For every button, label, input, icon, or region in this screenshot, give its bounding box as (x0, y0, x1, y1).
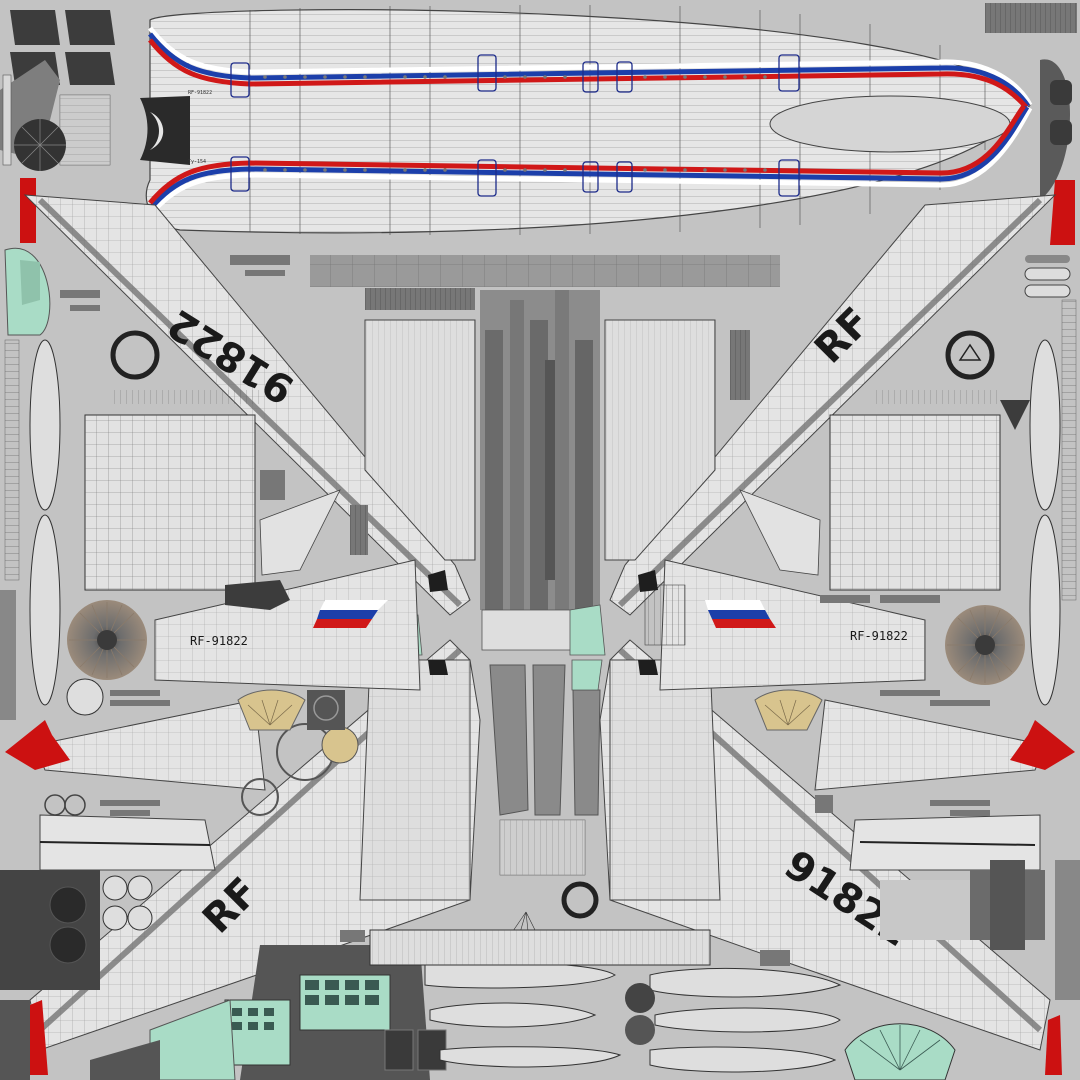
fuselage-section: RF-91822 Ту-154 (140, 5, 1033, 235)
top-right-parts (985, 3, 1077, 245)
center-wing-box (310, 255, 780, 651)
stabilizer-tip-red-right (1010, 720, 1075, 770)
top-left-parts (0, 10, 115, 243)
left-stabilizer-panel (84, 330, 260, 591)
teal-parts-center (394, 604, 606, 691)
right-engine-fan (945, 605, 1025, 685)
small-detail-clusters (60, 255, 990, 966)
window-row-top (263, 75, 767, 79)
stabilizer-tip-red-left (5, 720, 70, 770)
right-tail-fin: RF-91822 (644, 489, 926, 691)
window-row-bottom (263, 168, 767, 172)
cockpit-panels (90, 945, 447, 1080)
cream-vents-right (754, 689, 823, 731)
center-dark-bits (428, 570, 658, 675)
cream-vents-left (237, 689, 359, 764)
left-edge-strip (0, 247, 61, 720)
cockpit-windshield (140, 96, 190, 165)
tip-red-left (20, 178, 36, 243)
bottom-right-teal-cowl (844, 1023, 956, 1080)
right-bottom-parts (880, 860, 1080, 1075)
left-engine-fan (67, 580, 290, 680)
door-outlines (230, 54, 800, 197)
left-horizontal-stabilizer (5, 678, 334, 871)
fin-registration-right: RF-91822 (850, 629, 908, 643)
fuselage-note-lower: Ту-154 (188, 159, 206, 165)
right-edge-strip (1000, 255, 1077, 706)
bottom-pods (369, 929, 842, 1073)
right-stabilizer-panel (829, 330, 1001, 591)
fin-registration-left: RF-91822 (190, 634, 248, 648)
right-horizontal-stabilizer (814, 699, 1075, 871)
flap-panels (359, 319, 721, 901)
fuselage-note-upper: RF-91822 (188, 90, 212, 96)
left-bottom-parts (0, 870, 153, 1080)
left-tail-fin: RF-91822 (154, 489, 421, 691)
